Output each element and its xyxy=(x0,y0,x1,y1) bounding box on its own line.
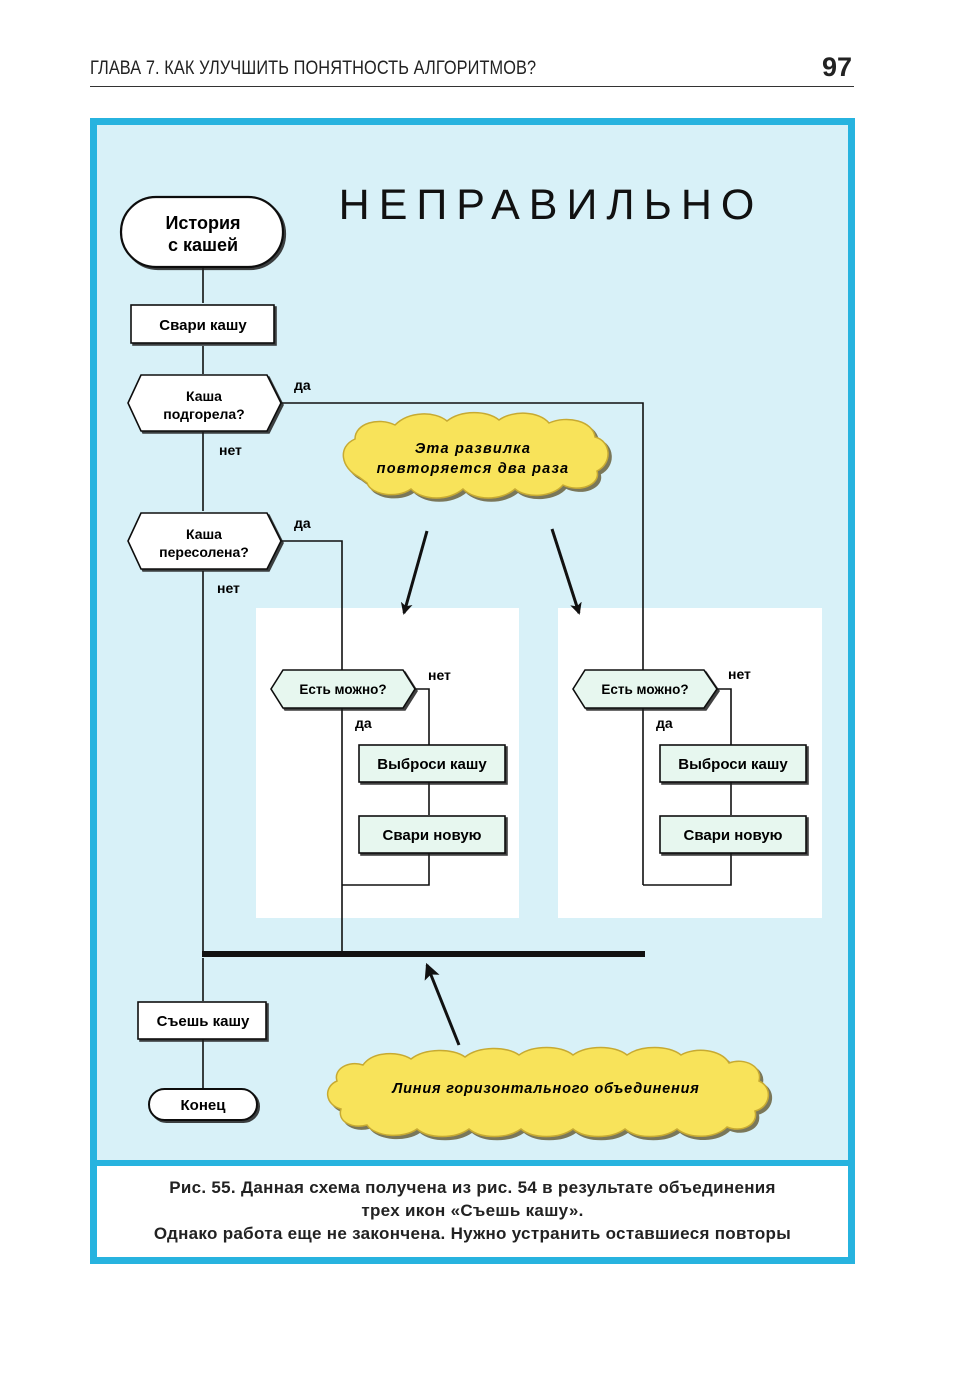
edible-question-left-label: Есть можно? xyxy=(299,682,386,697)
step-cook-new-right: Свари новую xyxy=(659,815,807,854)
banner-wrong: НЕПРАВИЛЬНО xyxy=(339,181,764,229)
callout-arrows xyxy=(400,528,582,1046)
label-burnt-no: нет xyxy=(219,442,242,458)
step-throw-away-right: Выброси кашу xyxy=(659,744,807,783)
question-burnt: Каша подгорела? xyxy=(127,374,282,432)
start-title-line2: с кашей xyxy=(168,235,238,255)
question-salty-line2: пересолена? xyxy=(159,544,249,560)
question-salty: Каша пересолена? xyxy=(127,512,282,570)
caption-line-1: Рис. 55. Данная схема получена из рис. 5… xyxy=(169,1178,776,1197)
chapter-title: ГЛАВА 7. КАК УЛУЧШИТЬ ПОНЯТНОСТЬ АЛГОРИТ… xyxy=(90,58,537,79)
connector-lines xyxy=(202,268,732,1088)
question-salty-line1: Каша xyxy=(186,526,222,542)
callout-arrow-right xyxy=(550,528,582,615)
caption-line-2: трех икон «Съешь кашу». xyxy=(361,1201,584,1220)
step-eat-porridge: Съешь кашу xyxy=(137,1001,267,1040)
callout-arrow-left xyxy=(400,530,429,615)
label-edible-right-no: нет xyxy=(728,666,751,682)
cook-new-left-label: Свари новую xyxy=(383,827,482,844)
question-edible-left: Есть можно? xyxy=(270,669,416,709)
flowchart: НЕПРАВИЛЬНО xyxy=(119,181,822,1138)
question-edible-right: Есть можно? xyxy=(572,669,718,709)
label-edible-right-yes: да xyxy=(656,715,673,731)
start-title-line1: История xyxy=(165,213,240,233)
callout-bottom-label: Линия горизонтального объединения xyxy=(391,1081,699,1097)
edible-question-right-label: Есть можно? xyxy=(601,682,688,697)
question-burnt-line1: Каша xyxy=(186,388,222,404)
label-edible-left-yes: да xyxy=(355,715,372,731)
callout-top-line1: Эта развилка xyxy=(415,441,531,457)
horizontal-join-line xyxy=(202,951,645,957)
throw-away-left-label: Выброси кашу xyxy=(377,756,487,773)
eat-label: Съешь кашу xyxy=(157,1013,250,1030)
page-number: 97 xyxy=(821,52,852,82)
label-salty-no: нет xyxy=(217,580,240,596)
step-cook-new-left: Свари новую xyxy=(358,815,506,854)
terminator-end: Конец xyxy=(148,1088,258,1121)
step-cook-porridge: Свари кашу xyxy=(130,304,275,344)
figure-caption: Рис. 55. Данная схема получена из рис. 5… xyxy=(97,1160,848,1257)
callout-arrow-join xyxy=(424,962,461,1046)
callout-cloud-top: Эта развилка повторяется два раза xyxy=(342,411,609,499)
cook-new-right-label: Свари новую xyxy=(684,827,783,844)
label-salty-yes: да xyxy=(294,515,311,531)
step-throw-away-left: Выброси кашу xyxy=(358,744,506,783)
caption-line-3: Однако работа еще не закончена. Нужно ус… xyxy=(153,1224,792,1243)
end-label: Конец xyxy=(181,1097,227,1114)
throw-away-right-label: Выброси кашу xyxy=(678,756,788,773)
figure-panel: НЕПРАВИЛЬНО xyxy=(97,125,848,1160)
label-edible-left-no: нет xyxy=(428,667,451,683)
figure-frame: НЕПРАВИЛЬНО xyxy=(90,118,855,1264)
step-cook-label: Свари кашу xyxy=(159,317,247,334)
callout-cloud-bottom: Линия горизонтального объединения xyxy=(327,1046,769,1138)
terminator-start: История с кашей xyxy=(119,195,285,269)
callout-top-line2: повторяется два раза xyxy=(377,461,570,477)
running-head: ГЛАВА 7. КАК УЛУЧШИТЬ ПОНЯТНОСТЬ АЛГОРИТ… xyxy=(90,52,854,87)
question-burnt-line2: подгорела? xyxy=(163,406,244,422)
label-burnt-yes: да xyxy=(294,377,311,393)
